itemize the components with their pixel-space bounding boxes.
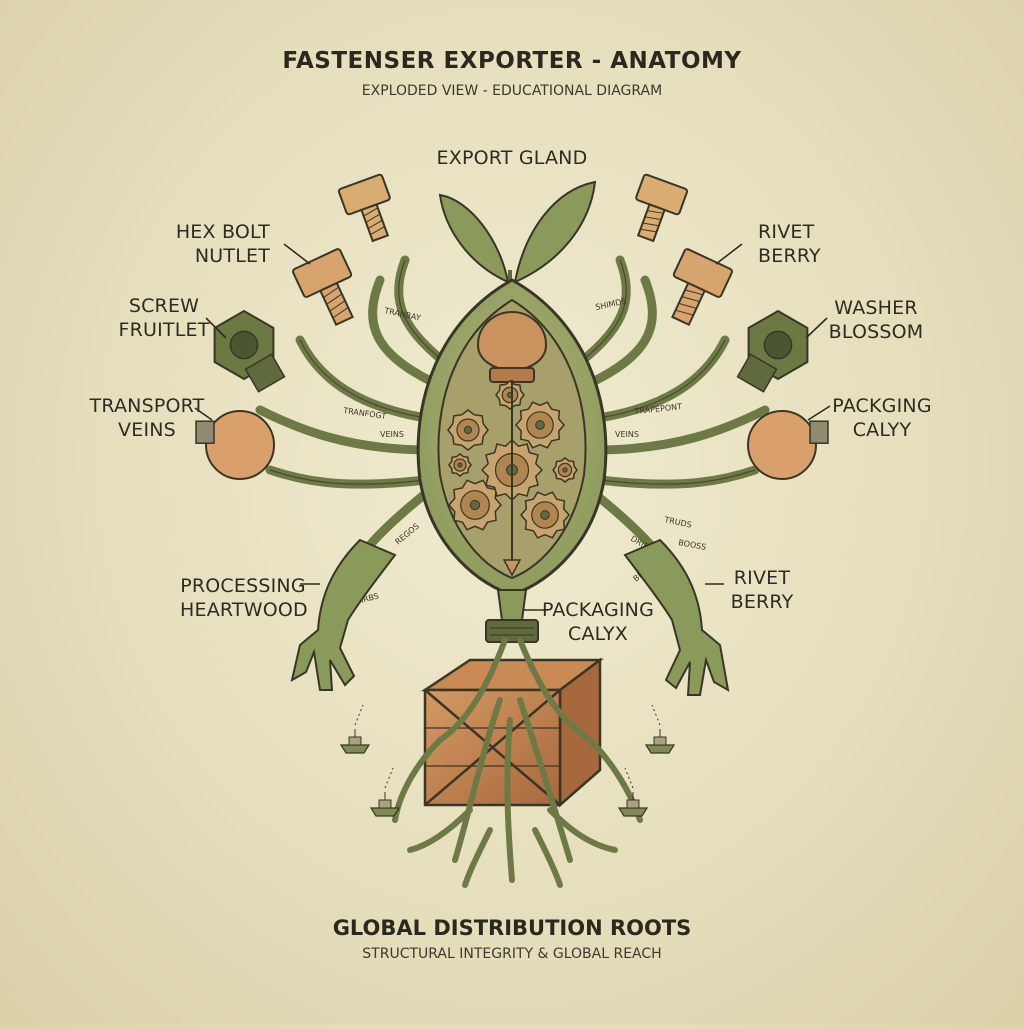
shipping-crate xyxy=(420,657,604,808)
label-processing-heartwood: PROCESSING HEARTWOOD xyxy=(180,575,308,621)
transport-berry-icon xyxy=(195,410,275,480)
packaging-berry-icon xyxy=(747,410,829,480)
washer-shank-icon xyxy=(736,353,778,393)
copper-funnel xyxy=(476,310,548,383)
nutlet-bolt-icon xyxy=(292,248,354,326)
label-export-gland: EXPORT GLAND xyxy=(436,147,588,169)
label-packaging-calyy: PACKGING CALYY xyxy=(832,395,932,441)
hex-bolt-icon xyxy=(337,173,391,243)
cargo-ships xyxy=(339,704,676,817)
ship-icon xyxy=(369,767,401,817)
hand-right xyxy=(623,538,730,696)
label-rivet-berry-bottom: RIVET BERRY xyxy=(730,567,794,613)
gear-icon xyxy=(447,409,489,451)
gear-icon xyxy=(520,491,570,539)
hand-left xyxy=(290,538,397,691)
label-hex-bolt-nutlet: HEX BOLT NUTLET xyxy=(175,221,270,267)
ship-icon xyxy=(617,767,649,817)
vein-text: VEINS xyxy=(615,430,639,439)
vein-text: VEINS xyxy=(380,430,404,439)
vein-text: TRUDS xyxy=(663,515,693,530)
rivet-bolt-icon xyxy=(671,248,733,326)
label-rivet-berry-top: RIVET BERRY xyxy=(758,221,821,267)
fastener-parts xyxy=(195,173,829,480)
gear-icon xyxy=(515,401,565,449)
footer-subtitle: STRUCTURAL INTEGRITY & GLOBAL REACH xyxy=(362,946,662,962)
label-packaging-calyx: PACKAGING CALYX xyxy=(541,599,655,645)
vein-text: BOOSS xyxy=(678,538,707,552)
hex-bolt-icon xyxy=(635,173,689,243)
label-screw-fruitlet: SCREW FRUITLET xyxy=(118,295,210,341)
neck-connector xyxy=(485,589,539,643)
label-washer-blossom: WASHER BLOSSOM xyxy=(828,297,924,343)
screw-shank-icon xyxy=(244,353,286,393)
gear-icon xyxy=(495,380,525,410)
ship-icon xyxy=(339,704,371,754)
gear-icon xyxy=(552,457,578,483)
footer-title: GLOBAL DISTRIBUTION ROOTS xyxy=(332,916,692,940)
gear-icon xyxy=(448,479,502,531)
leader-lines xyxy=(194,243,831,611)
gear-mechanism xyxy=(447,380,578,577)
gear-icon xyxy=(448,453,472,477)
page-subtitle: EXPLODED VIEW - EDUCATIONAL DIAGRAM xyxy=(361,83,663,99)
label-transport-veins: TRANSPORT VEINS xyxy=(89,395,205,441)
page-title: FASTENSER EXPORTER - ANATOMY xyxy=(282,48,742,74)
distribution-roots xyxy=(392,637,643,888)
vein-text: REGOS xyxy=(394,522,421,547)
ship-icon xyxy=(644,704,676,754)
